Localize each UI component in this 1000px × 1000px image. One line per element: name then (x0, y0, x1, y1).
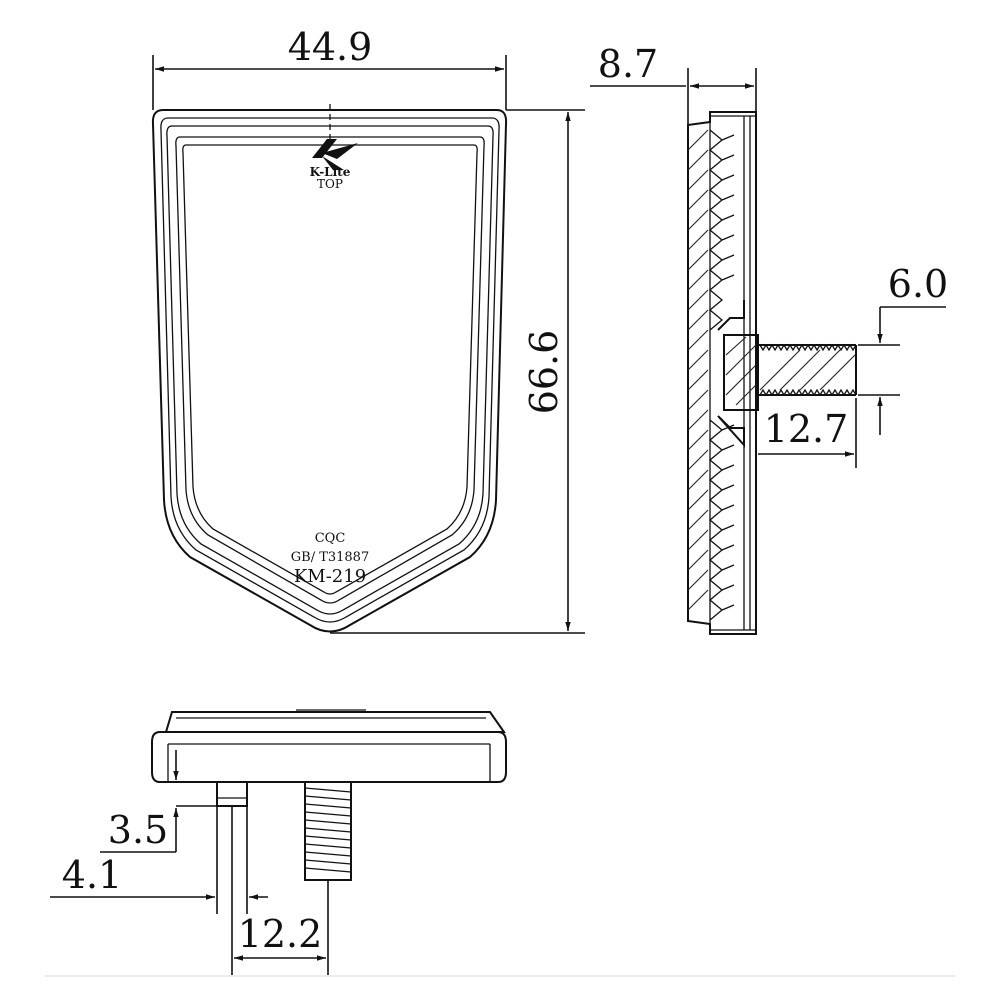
threaded-stud-bottom (304, 781, 352, 881)
width-value: 44.9 (288, 25, 373, 69)
stud-diameter-dimension: 6.0 (858, 262, 948, 435)
side-section-view (687, 111, 857, 635)
front-view: K-Lite TOP CQC GB/ T31887 KM-219 (151, 104, 508, 633)
peg-to-stud-value: 12.2 (238, 912, 323, 956)
height-dimension: 66.6 (330, 109, 585, 634)
peg-height-dimension: 3.5 (100, 750, 217, 853)
model-mark: KM-219 (294, 566, 366, 587)
top-mark: TOP (317, 177, 343, 191)
bottom-view (151, 709, 507, 881)
stud-length-value: 12.7 (764, 407, 849, 451)
width-dimension: 44.9 (152, 25, 507, 110)
k-lite-logo: K-Lite (310, 139, 358, 179)
peg-height-value: 3.5 (108, 808, 168, 852)
section-hatching (687, 129, 709, 611)
boss-hatching (725, 336, 757, 406)
stud-length-dimension: 12.7 (758, 398, 857, 468)
side-thickness-dimension: 8.7 (590, 42, 757, 125)
peg-width-dimension: 4.1 (50, 806, 268, 914)
height-value: 66.6 (522, 330, 566, 415)
side-thickness-value: 8.7 (598, 42, 658, 86)
standard-mark: GB/ T31887 (291, 550, 369, 565)
peg-to-stud-dimension: 12.2 (231, 806, 329, 975)
cert-mark: CQC (315, 531, 346, 546)
stud-diameter-value: 6.0 (888, 262, 948, 306)
brand-logo-text: K-Lite (310, 165, 351, 179)
peg-width-value: 4.1 (62, 853, 122, 897)
threaded-stud-side (758, 343, 857, 397)
